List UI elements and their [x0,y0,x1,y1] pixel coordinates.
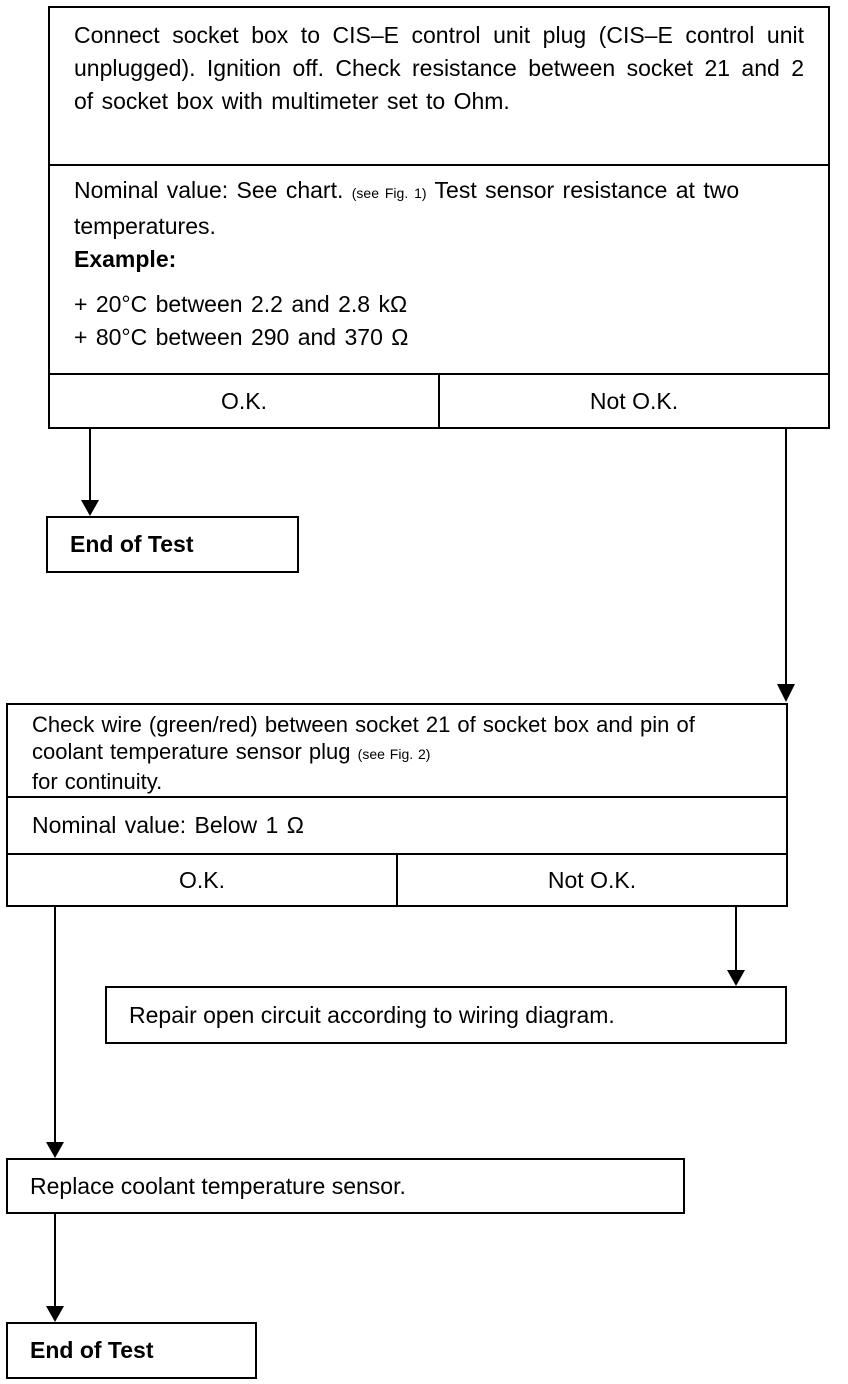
step1-result-row: O.K. Not O.K. [50,373,828,427]
replace-sensor-box: Replace coolant temperature sensor. [6,1158,685,1214]
step1-instruction: Connect socket box to CIS–E control unit… [50,8,828,164]
step2-instruction-continuation: for continuity. [32,769,163,794]
step2-not-ok-branch: Not O.K. [396,855,786,905]
example-line-80c: + 80°C between 290 and 370 Ω [74,324,409,350]
arrowhead-step2 [777,684,795,702]
step1-ok-branch: O.K. [220,387,267,414]
fig2-reference: (see Fig. 2) [357,746,431,762]
step2-nominal-text: Nominal value: Below 1 Ω [32,812,304,838]
repair-label: Repair open circuit according to wiring … [129,1001,615,1028]
step2-nominal: Nominal value: Below 1 Ω [8,796,786,853]
step1-nominal-suffix: Test sensor resistance at two temperatur… [74,177,740,239]
arrowhead-replace [46,1142,64,1158]
step2-result-row: O.K. Not O.K. [8,853,786,905]
fig1-reference: (see Fig. 1) [351,185,427,201]
step2-box: Check wire (green/red) between socket 21… [6,703,788,907]
arrowhead-end2 [46,1306,64,1322]
example-label: Example: [74,246,177,272]
arrowhead-repair [727,970,745,986]
step1-not-ok-branch: Not O.K. [438,375,828,427]
step1-nominal: Nominal value: See chart. (see Fig. 1) T… [50,164,828,373]
step2-instruction: Check wire (green/red) between socket 21… [8,705,786,796]
repair-box: Repair open circuit according to wiring … [105,986,787,1044]
step2-ok-branch: O.K. [178,866,225,893]
end-of-test-box-2: End of Test [6,1322,257,1379]
arrowhead-end1 [81,500,99,516]
step1-nominal-prefix: Nominal value: See chart. [74,177,344,203]
end-of-test-box-1: End of Test [46,516,299,573]
end-of-test-label-2: End of Test [30,1337,154,1363]
replace-sensor-label: Replace coolant temperature sensor. [30,1172,406,1199]
step1-instruction-text: Connect socket box to CIS–E control unit… [74,22,804,114]
step2-instruction-text: Check wire (green/red) between socket 21… [32,712,695,764]
step1-box: Connect socket box to CIS–E control unit… [48,6,830,429]
example-line-20c: + 20°C between 2.2 and 2.8 kΩ [74,291,408,317]
end-of-test-label-1: End of Test [70,531,194,557]
